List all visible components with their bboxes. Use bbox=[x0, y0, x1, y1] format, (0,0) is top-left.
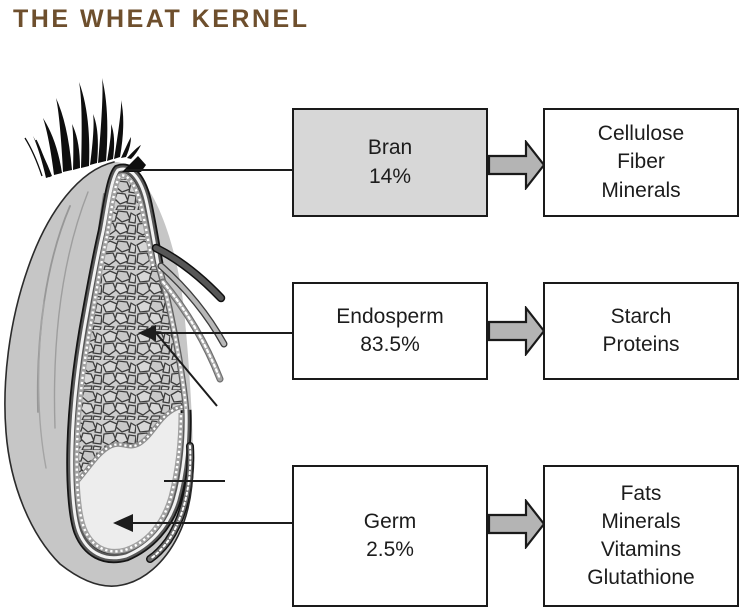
flow-arrow-icon bbox=[488, 499, 546, 549]
part-name: Bran bbox=[367, 136, 413, 160]
kernel-outline bbox=[4, 161, 194, 587]
part-box-bran: Bran 14% bbox=[292, 108, 488, 217]
part-percent: 2.5% bbox=[366, 538, 414, 561]
germ-boundary bbox=[73, 404, 188, 486]
component-item: Minerals bbox=[601, 178, 681, 202]
component-item: Fats bbox=[620, 481, 662, 505]
component-item: Minerals bbox=[601, 509, 681, 533]
germ-region bbox=[74, 407, 187, 557]
page-title: THE WHEAT KERNEL bbox=[13, 5, 310, 33]
pointer-lines bbox=[113, 169, 294, 532]
part-name: Germ bbox=[363, 509, 417, 533]
flow-arrow-icon bbox=[488, 306, 546, 356]
components-box-germ: Fats Minerals Vitamins Glutathione bbox=[543, 465, 739, 607]
component-item: Proteins bbox=[602, 333, 680, 356]
part-box-endosperm: Endosperm 83.5% bbox=[292, 282, 488, 380]
part-percent: 83.5% bbox=[360, 333, 420, 356]
kernel-hairs-icon bbox=[24, 78, 146, 178]
component-item: Fiber bbox=[617, 150, 665, 174]
component-item: Glutathione bbox=[587, 566, 695, 590]
germ-arrowhead-icon bbox=[113, 514, 133, 532]
components-box-endosperm: Starch Proteins bbox=[543, 282, 739, 380]
part-name: Endosperm bbox=[336, 304, 444, 328]
component-item: Starch bbox=[610, 304, 672, 328]
peeled-bran-strips bbox=[151, 243, 228, 383]
part-percent: 14% bbox=[368, 164, 412, 188]
component-item: Vitamins bbox=[600, 538, 682, 561]
diagonal-leader-line bbox=[150, 326, 218, 407]
component-item: Cellulose bbox=[597, 122, 685, 146]
components-box-bran: Cellulose Fiber Minerals bbox=[543, 108, 739, 217]
flow-arrow-icon bbox=[488, 140, 546, 190]
part-box-germ: Germ 2.5% bbox=[292, 465, 488, 607]
detached-bran-strip bbox=[146, 442, 195, 563]
